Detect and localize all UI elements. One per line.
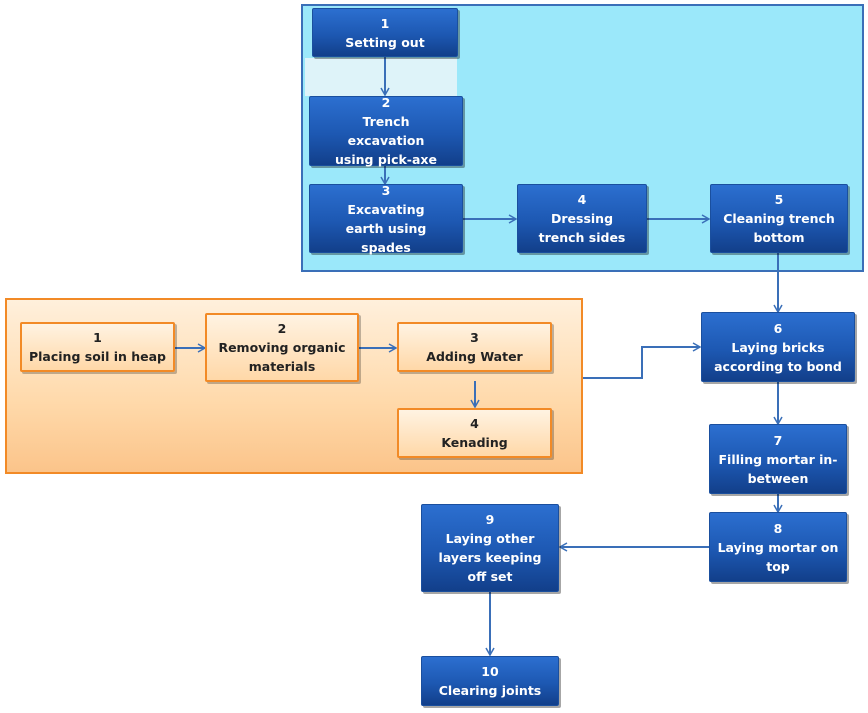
step-number: 10 bbox=[481, 664, 499, 679]
step-cleaning-trench-bottom: 5 Cleaning trench bottom bbox=[710, 184, 848, 253]
step-filling-mortar: 7 Filling mortar in-between bbox=[709, 424, 847, 494]
step-excavating-earth: 3 Excavating earth using spades bbox=[309, 182, 463, 255]
step-dressing-trench-sides: 4 Dressing trench sides bbox=[517, 184, 647, 253]
step-label: Kenading bbox=[441, 435, 508, 450]
step-number: 1 bbox=[93, 330, 102, 345]
decorative-splash bbox=[305, 58, 457, 96]
step-number: 8 bbox=[773, 520, 783, 536]
step-label: Laying other layers keeping off set bbox=[438, 531, 542, 584]
step-number: 5 bbox=[774, 192, 784, 207]
step-label: Cleaning trench bottom bbox=[723, 211, 835, 245]
step-number: 4 bbox=[470, 416, 479, 431]
step-number: 3 bbox=[381, 182, 391, 198]
step-number: 4 bbox=[577, 192, 587, 207]
step-label: Trench excavation using pick-axe bbox=[335, 114, 437, 167]
step-label: Adding Water bbox=[426, 349, 523, 364]
step-clearing-joints: 10 Clearing joints bbox=[421, 656, 559, 706]
step-number: 7 bbox=[773, 432, 783, 448]
step-number: 9 bbox=[485, 512, 495, 527]
step-label: Placing soil in heap bbox=[28, 349, 167, 364]
step-number: 2 bbox=[381, 95, 391, 110]
step-setting-out: 1 Setting out bbox=[312, 8, 458, 57]
step-label: Filling mortar in-between bbox=[718, 451, 838, 486]
step-label: Removing organic materials bbox=[218, 340, 346, 374]
step-placing-soil: 1 Placing soil in heap bbox=[20, 322, 175, 372]
step-trench-excavation: 2 Trench excavation using pick-axe bbox=[309, 95, 463, 167]
edge-mortar-s6 bbox=[583, 342, 702, 379]
step-number: 1 bbox=[380, 15, 390, 31]
step-laying-other-layers: 9 Laying other layers keeping off set bbox=[421, 504, 559, 592]
step-label: Clearing joints bbox=[438, 683, 542, 698]
step-label: Dressing trench sides bbox=[538, 211, 626, 245]
step-laying-bricks: 6 Laying bricks according to bond bbox=[701, 312, 855, 382]
step-label: Laying bricks according to bond bbox=[714, 339, 842, 374]
step-label: Excavating earth using spades bbox=[345, 201, 427, 255]
step-number: 3 bbox=[470, 330, 479, 345]
step-laying-mortar-top: 8 Laying mortar on top bbox=[709, 512, 847, 582]
step-number: 6 bbox=[773, 320, 783, 336]
step-adding-water: 3 Adding Water bbox=[397, 322, 552, 372]
step-label: Laying mortar on top bbox=[717, 539, 839, 574]
step-kneading: 4 Kenading bbox=[397, 408, 552, 458]
step-number: 2 bbox=[277, 321, 287, 336]
step-label: Setting out bbox=[345, 34, 425, 50]
step-removing-organic: 2 Removing organic materials bbox=[205, 313, 359, 382]
